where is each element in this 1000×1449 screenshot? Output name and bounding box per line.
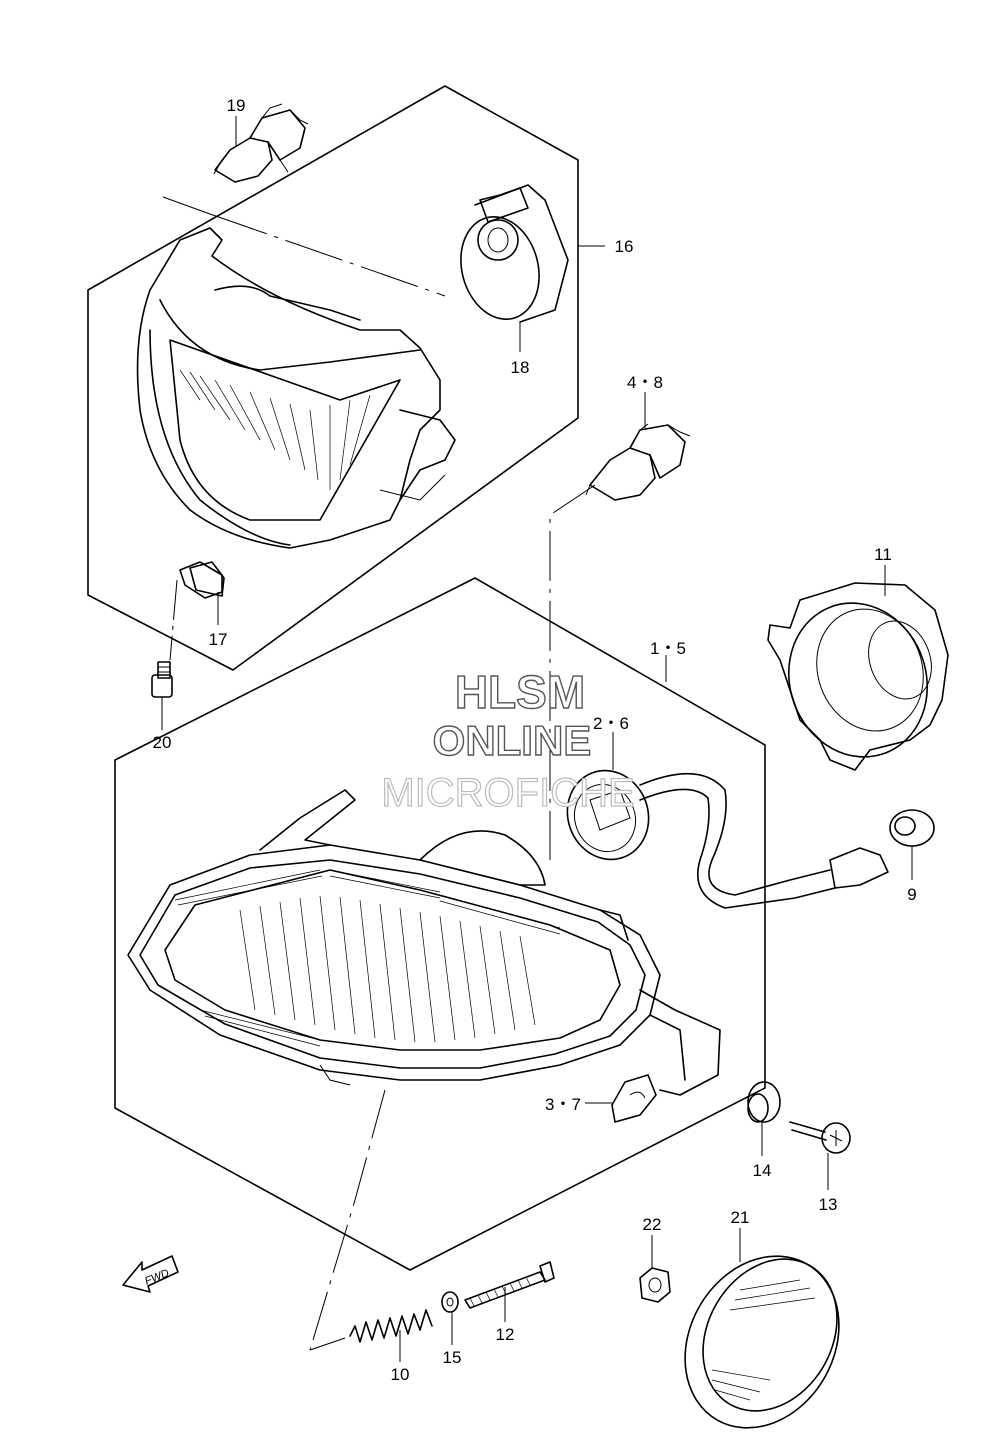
nut-22-part [639,1267,671,1303]
callout-12: 12 [496,1325,515,1344]
callout-17: 17 [209,630,228,649]
callout-20: 20 [153,733,172,752]
spring-10-part [349,1309,433,1343]
fwd-label: FWD [143,1267,171,1288]
bolt-20-part [151,661,173,698]
callout-11: 11 [874,545,892,564]
bracket-3-7-part [611,1074,657,1123]
callout-16: 16 [615,237,634,256]
callout-labels: 19 16 18 4・8 17 20 11 1・5 2・6 9 3・7 14 1… [153,96,917,1384]
watermark-line1: HLSM [455,666,585,718]
clip-17-part [189,561,225,597]
bulb-4-8-part [585,423,691,501]
callout-1-5: 1・5 [650,639,686,658]
bulb-19-part [213,103,309,183]
fwd-arrow: FWD [122,1255,179,1293]
upper-assembly-outline [87,85,579,671]
socket-2-6-part [566,769,889,909]
grommet-9-part [889,809,935,847]
watermark: HLSM ONLINE MICROFICHE [381,665,636,815]
callout-4-8: 4・8 [627,373,663,392]
lower-headlight-part [127,789,721,1096]
callout-15: 15 [443,1348,462,1367]
guide-lines [162,196,596,1351]
callout-18: 18 [511,358,530,377]
callout-22: 22 [643,1215,662,1234]
callout-13: 13 [819,1195,838,1214]
callout-14: 14 [753,1161,772,1180]
leader-lines [161,116,913,1362]
watermark-line2: ONLINE [433,717,592,764]
callout-10: 10 [391,1365,410,1384]
callout-3-7: 3・7 [545,1095,581,1114]
watermark-line3: MICROFICHE [381,771,634,815]
washer-15-part [441,1291,459,1313]
bolt-12-part [464,1261,555,1309]
callout-2-6: 2・6 [593,714,629,733]
screw-13-part [789,1121,851,1154]
ring-11-part [767,582,949,771]
callout-9: 9 [907,885,916,904]
upper-headlight-part [136,227,456,599]
lower-assembly-outline [114,577,766,1271]
callout-21: 21 [731,1208,750,1227]
grommet-14-part [747,1081,781,1123]
reflector-21-part [684,1255,840,1429]
socket-cover-16-part [460,184,569,323]
callout-19: 19 [227,96,246,115]
